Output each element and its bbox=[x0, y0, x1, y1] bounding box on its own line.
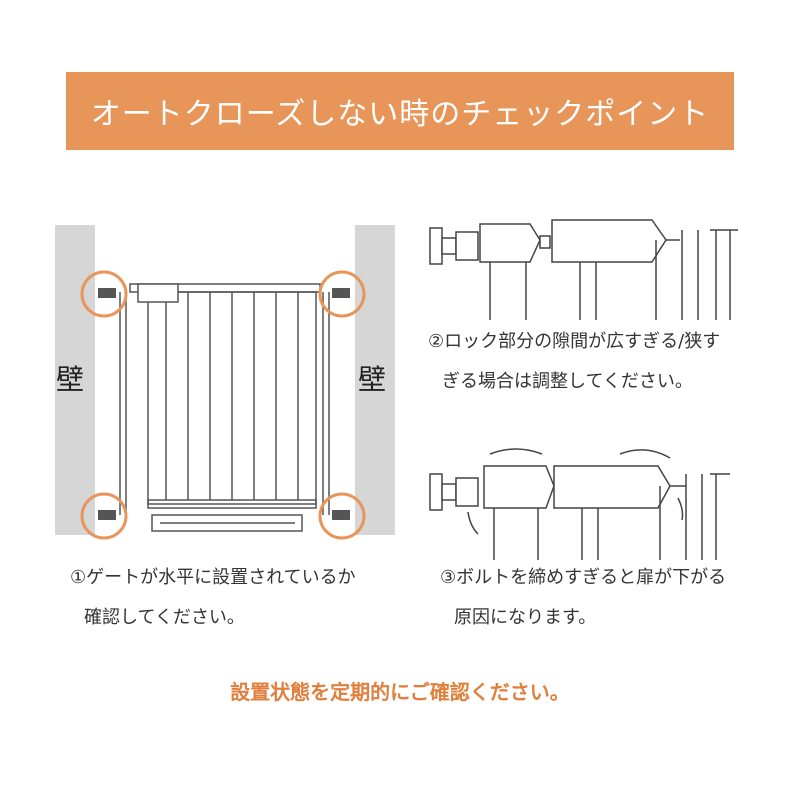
wall-label-right: 壁 bbox=[358, 363, 387, 396]
gate-diagram bbox=[55, 225, 395, 540]
highlight-circle-icon bbox=[80, 270, 128, 318]
banner-title: オートクローズしない時のチェックポイント bbox=[90, 97, 710, 132]
highlight-circle-icon bbox=[318, 492, 366, 540]
caption-gate-level: ①ゲートが水平に設置されているか 確認してください。 bbox=[70, 558, 400, 638]
lock-gap-diagram bbox=[429, 219, 738, 320]
caption-lock-line2: ぎる場合は調整してください。 bbox=[442, 371, 693, 392]
wall-bolt-icon bbox=[98, 288, 350, 520]
wall-label-left: 壁 bbox=[56, 363, 85, 396]
caption-gate-line2: 確認してください。 bbox=[84, 607, 245, 628]
caption-bolt: ③ボルトを締めすぎると扉が下がる 原因になります。 bbox=[440, 558, 770, 638]
wall-right-shape bbox=[355, 225, 395, 535]
caption-bolt-line2: 原因になります。 bbox=[454, 607, 597, 628]
caption-gate-line1: ①ゲートが水平に設置されているか bbox=[70, 567, 356, 588]
caption-lock-line1: ②ロック部分の隙間が広すぎる/狭す bbox=[428, 331, 721, 352]
highlight-circle-icon bbox=[80, 492, 128, 540]
bolt-tight-diagram bbox=[429, 448, 730, 560]
highlight-circle-icon bbox=[318, 270, 366, 318]
caption-lock-gap: ②ロック部分の隙間が広すぎる/狭す ぎる場合は調整してください。 bbox=[428, 322, 768, 402]
header-banner: オートクローズしない時のチェックポイント bbox=[66, 72, 734, 150]
footer-note: 設置状態を定期的にご確認ください。 bbox=[230, 680, 570, 704]
caption-bolt-line1: ③ボルトを締めすぎると扉が下がる bbox=[440, 567, 727, 588]
